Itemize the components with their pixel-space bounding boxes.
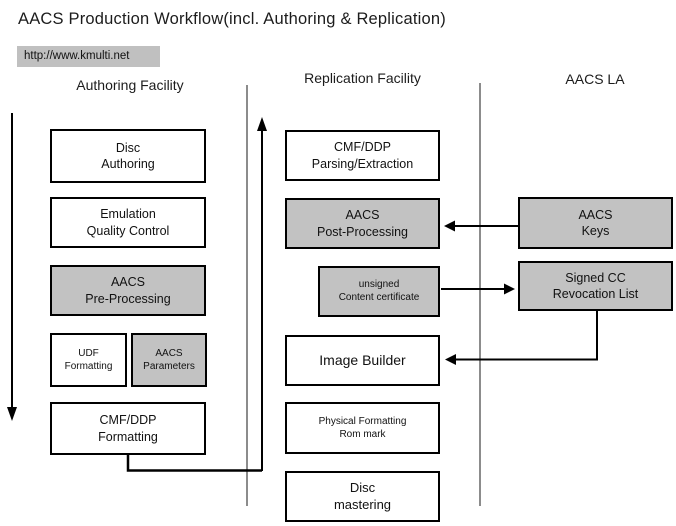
box-cmf-ddp-parsing-extraction: CMF/DDP Parsing/Extraction [285, 130, 440, 181]
box-label-line: AACS [578, 207, 613, 222]
box-label-line: Content certificate [338, 291, 420, 303]
box-aacs-parameters: AACS Parameters [131, 333, 207, 387]
box-label-line: Parsing/Extraction [311, 156, 414, 171]
url-label: http://www.kmulti.net [17, 46, 160, 67]
right-arrow-head-icon [504, 283, 515, 295]
box-label-line: Parameters [143, 361, 195, 372]
box-label-line: AACS [345, 208, 380, 223]
left-arrow-head-icon [444, 220, 455, 232]
box-label-line: Pre-Processing [85, 291, 171, 306]
box-disc-mastering: Disc mastering [285, 471, 440, 522]
box-aacs-keys: AACS Keys [518, 197, 673, 249]
up-arrow-head-icon [257, 117, 267, 131]
box-label-line: mastering [333, 496, 392, 512]
box-aacs-pre-processing: AACS Pre-Processing [50, 265, 206, 316]
box-label-line: Image Builder [319, 352, 406, 369]
box-label-line: Formatting [98, 429, 158, 444]
box-disc-authoring: Disc Authoring [50, 129, 206, 183]
box-label-line: UDF [78, 348, 99, 359]
box-label-line: Post-Processing [316, 224, 408, 239]
box-label-line: unsigned [358, 279, 400, 290]
box-cmf-ddp-formatting: CMF/DDP Formatting [50, 402, 206, 455]
box-label-line: Emulation [100, 207, 156, 222]
column-header-authoring-facility: Authoring Facility [76, 77, 184, 93]
cmf-ddp-handoff-connector [126, 455, 262, 472]
column-header-replication-facility: Replication Facility [304, 70, 421, 86]
box-label-line: Formatting [64, 361, 113, 372]
box-label-line: AACS [110, 275, 146, 290]
box-label-line: Quality Control [86, 223, 170, 238]
box-label-line: CMF/DDP [99, 413, 157, 428]
box-label-line: Keys [581, 224, 610, 238]
down-arrow-head-icon [7, 407, 17, 421]
signed-cc-to-image-builder-connector [453, 311, 598, 361]
box-label-line: Physical Formatting [318, 416, 407, 427]
box-label-line: Authoring [101, 157, 155, 171]
box-label-line: Revocation List [552, 287, 639, 301]
box-label-line: Signed CC [565, 270, 626, 285]
box-emulation-quality-control: Emulation Quality Control [50, 197, 206, 248]
left-arrow-head-icon-2 [445, 354, 456, 365]
column-header-aacs-la: AACS LA [565, 71, 625, 87]
box-physical-formatting-rom-mark: Physical Formatting Rom mark [285, 402, 440, 454]
box-label-line: Disc [115, 140, 141, 155]
box-udf-formatting: UDF Formatting [50, 333, 127, 387]
box-label-line: Disc [349, 479, 376, 495]
box-label-line: CMF/DDP [334, 140, 391, 155]
box-label-line: AACS [155, 348, 183, 359]
box-aacs-post-processing: AACS Post-Processing [285, 198, 440, 249]
page-title: AACS Production Workflow(incl. Authoring… [18, 10, 446, 28]
box-image-builder: Image Builder [285, 335, 440, 386]
box-label-line: Rom mark [339, 429, 386, 440]
box-unsigned-content-certificate: unsigned Content certificate [318, 266, 440, 317]
box-signed-cc-revocation-list: Signed CC Revocation List [518, 261, 673, 311]
